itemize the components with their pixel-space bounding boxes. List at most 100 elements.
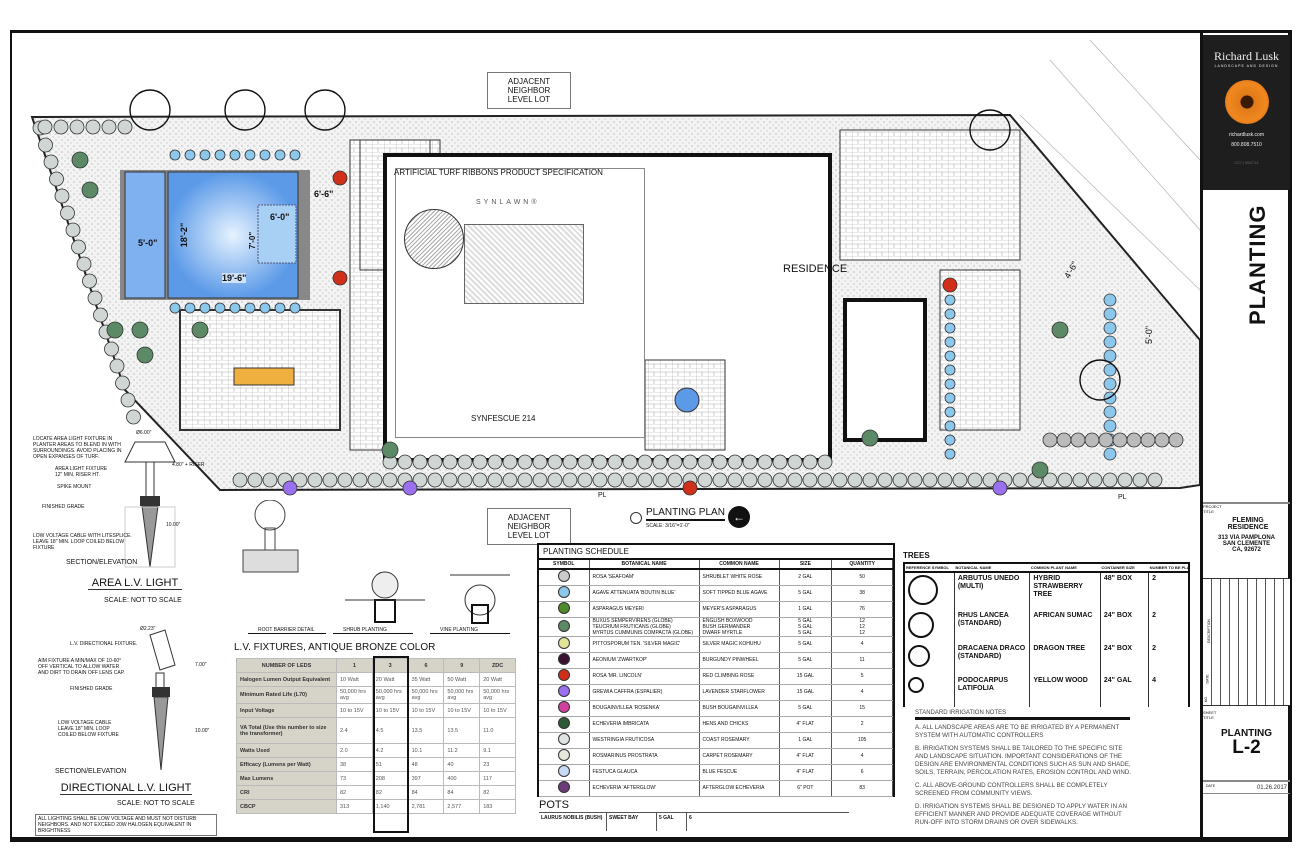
lv-cell: 2.0 [336,743,373,758]
tree-cell: 24" GAL [1100,675,1150,707]
property-line-label: PL [598,492,607,499]
dim-spa-width: 5'-0" [138,238,158,248]
ps-common: BURGUNDY PINWHEEL [699,652,780,669]
plant-symbol-icon [557,749,570,761]
plant-symbol [307,472,323,488]
spa [124,171,166,299]
plant-symbol-icon [557,653,570,665]
plant-symbol [101,119,117,135]
plant-symbol [562,472,578,488]
ps-botanical: AEONIUM 'ZWARTKOP' [589,652,700,669]
plant-symbol [712,472,728,488]
plant-symbol [944,308,956,320]
tree-canopy [224,89,266,131]
lv-cell: 38 [336,757,373,772]
lv-cell: Input Voltage [236,703,337,718]
lv-cell: 1,140 [371,799,409,814]
plant-symbol [1012,472,1028,488]
area-light-note: FINISHED GRADE [42,504,85,510]
plant-symbol [1103,405,1117,419]
tree-canopy [1079,359,1121,401]
dim-pool-width: 19'-6" [222,273,247,283]
tree-symbol-icon [908,612,934,638]
ps-qty: 6 [831,764,893,781]
ps-size: 1 GAL [779,601,833,618]
trees-title: TREES [903,551,930,560]
trees-header-cell: COMMON PLANT NAME [1029,563,1101,573]
plant-symbol [262,472,278,488]
date-label: DATE [1206,784,1216,788]
plant-symbol-icon [557,570,570,583]
ps-size: 5 GAL [779,585,833,602]
plant-symbol [787,454,803,470]
irrigation-title: STANDARD IRRIGATION NOTES [915,710,1130,720]
plant-symbol [104,341,119,357]
neighbor-label-top: ADJACENT NEIGHBOR LEVEL LOT [487,72,571,109]
plant-symbol [1051,321,1069,339]
plant-symbol [472,454,488,470]
plant-symbol [547,472,563,488]
plant-symbol [592,472,608,488]
company-phone: 800.808.7510 [1231,142,1262,148]
flower-logo-icon [1224,80,1269,124]
lv-row: VA Total (Use this number to size the tr… [236,717,516,744]
lv-cell: 400 [443,771,481,786]
ps-size: 4" FLAT [779,764,833,781]
tree-cell: 2 [1148,643,1190,675]
directional-light-section: SECTION/ELEVATION [55,768,127,775]
lv-cell: 35 Watt [407,672,445,687]
sheet-title-block: SHEET TITLE PLANTING L-2 [1203,710,1290,780]
plant-symbol [82,273,97,289]
ps-botanical: AGAVE ATTENUATA 'BOUTIN BLUE' [589,585,700,602]
plant-symbol [937,472,953,488]
plant-symbol [622,454,638,470]
ps-qty: 4 [831,684,893,701]
ps-qty: 4 [831,748,893,765]
plant-symbol [1031,461,1049,479]
plant-symbol [802,472,818,488]
plant-symbol [69,119,85,135]
lv-cell: Efficacy (Lumens per Watt) [236,757,337,772]
plant-symbol [944,448,956,460]
plant-symbol [992,480,1008,496]
detail-title-vine: VINE PLANTING [430,627,510,634]
tree-cell: 24" BOX [1100,610,1150,643]
plant-symbol [397,454,413,470]
plant-symbol [1117,472,1133,488]
ps-common: SOFT TIPPED BLUE AGAVE [699,585,780,602]
lv-cell: 10.1 [407,743,445,758]
tree-cell: AFRICAN SUMAC [1029,610,1101,643]
plant-symbol-icon [557,602,570,614]
lv-cell: 48 [407,757,445,772]
area-light-note: LOW VOLTAGE CABLE WITH LITESPLICE. LEAVE… [33,533,132,551]
plant-symbol [76,256,92,272]
plant-symbol [652,454,668,470]
plan-scale: SCALE: 3/16"=1'-0" [646,523,690,529]
sheet-number: L-2 [1232,737,1261,758]
license-number: C27 | 950714 [1234,160,1259,165]
plant-symbol-icon [557,717,570,729]
planting-schedule-title: PLANTING SCHEDULE [539,545,893,560]
plant-symbol-icon [557,733,570,745]
plant-symbol [71,151,89,169]
ps-common: RED CLIMBING ROSE [699,668,780,685]
plant-symbol [817,472,833,488]
plant-symbol [547,454,563,470]
project-title-block: PROJECT TITLE FLEMING RESIDENCE 313 VIA … [1203,502,1290,564]
plant-symbol [1103,321,1117,335]
plant-symbol-icon [557,701,570,713]
project-label: PROJECT TITLE [1203,504,1222,514]
tree-cell: DRAGON TREE [1029,643,1101,675]
plant-symbol [832,472,848,488]
dim-spa-inner: 6'-0" [270,212,290,222]
turf-detail-circle [404,209,464,269]
dim-step: 6'-6" [314,189,334,199]
company-website[interactable]: richardlusk.com [1228,132,1264,138]
plant-symbol [847,472,863,488]
plant-symbol [382,472,398,488]
irrigation-note: C. ALL ABOVE-GROUND CONTROLLERS SHALL BE… [915,782,1108,797]
